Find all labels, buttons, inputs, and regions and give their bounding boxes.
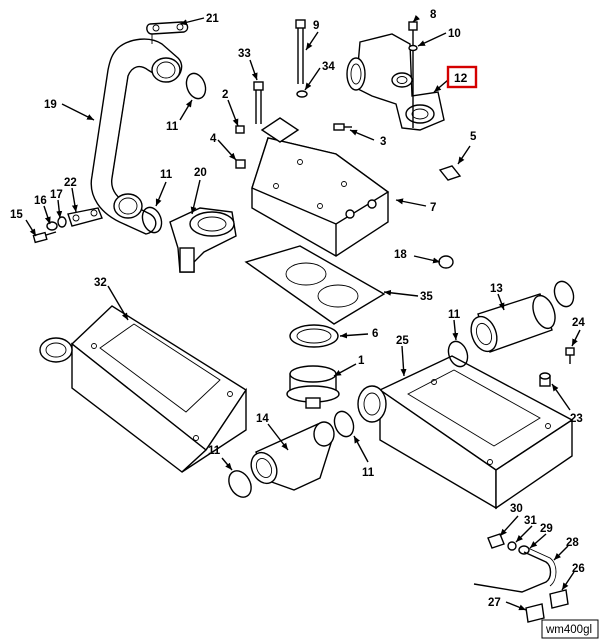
callout-27: 27 xyxy=(488,597,501,609)
callout-11-top: 11 xyxy=(166,121,179,133)
callout-11-right: 11 xyxy=(448,309,461,321)
callout-19: 19 xyxy=(44,99,57,111)
part-11-oring-right xyxy=(447,340,469,368)
callout-12: 12 xyxy=(454,71,468,85)
callout-9: 9 xyxy=(313,20,319,32)
part-31-nut xyxy=(507,541,517,551)
part-29-ferrule xyxy=(518,545,530,555)
part-20-elbow-housing xyxy=(169,207,237,273)
part-9-long-bolt xyxy=(295,19,306,84)
callout-10: 10 xyxy=(448,28,461,40)
callout-17: 17 xyxy=(50,189,63,201)
part-7-thermostat-housing xyxy=(251,117,390,257)
part-33-bolt xyxy=(253,81,264,124)
part-14-elbow-tube xyxy=(250,421,335,491)
callout-14: 14 xyxy=(256,413,269,425)
figure-reference: wm400gl xyxy=(541,619,599,639)
callout-26: 26 xyxy=(572,563,585,575)
callout-22: 22 xyxy=(64,177,77,189)
callout-15: 15 xyxy=(10,209,23,221)
callout-29: 29 xyxy=(540,523,553,535)
callout-32: 32 xyxy=(94,277,107,289)
callout-2: 2 xyxy=(222,89,228,101)
part-11-oring-middle xyxy=(141,206,163,234)
part-12-outlet-housing xyxy=(346,33,445,131)
part-34-washer xyxy=(296,90,308,98)
callout-33: 33 xyxy=(238,48,251,60)
callout-30: 30 xyxy=(510,503,523,515)
callout-24: 24 xyxy=(572,317,585,329)
callout-35: 35 xyxy=(420,291,433,303)
callout-3: 3 xyxy=(380,136,386,148)
callout-28: 28 xyxy=(566,537,579,549)
callout-18: 18 xyxy=(394,249,407,261)
part-13-oring xyxy=(553,280,575,308)
part-5-sensor xyxy=(438,165,462,181)
part-3-fitting xyxy=(333,123,352,131)
callout-23: 23 xyxy=(570,413,583,425)
callout-21: 21 xyxy=(206,13,219,25)
callout-8: 8 xyxy=(430,9,437,21)
part-4-plug xyxy=(235,159,246,169)
callout-13: 13 xyxy=(490,283,503,295)
part-11-oring-upper xyxy=(185,72,207,100)
parts-15-16-17-bolt-washers xyxy=(32,216,67,244)
part-19-bypass-tube xyxy=(90,31,183,235)
part-22-plate xyxy=(67,207,103,227)
part-28-line xyxy=(473,547,557,593)
callout-4: 4 xyxy=(210,133,217,145)
part-35-gasket xyxy=(244,245,386,325)
part-18-plug xyxy=(438,255,454,269)
part-24-bolt xyxy=(565,347,575,364)
part-32-housing-left xyxy=(39,305,247,473)
part-23-fitting xyxy=(539,372,551,387)
figure-ref-label: wm400gl xyxy=(545,624,592,636)
callout-6: 6 xyxy=(372,328,378,340)
part-11-oring-center-lower xyxy=(333,410,355,438)
callout-31: 31 xyxy=(524,515,537,527)
part-8-bolt xyxy=(408,21,418,128)
part-11-oring-left-lower xyxy=(228,470,252,498)
callout-16: 16 xyxy=(34,195,47,207)
part-26-clamp xyxy=(549,589,569,609)
part-6-seal xyxy=(289,324,339,348)
part-27-clamp xyxy=(525,603,545,623)
callout-7: 7 xyxy=(430,202,436,214)
highlight-box-12 xyxy=(446,65,478,89)
callout-11-left-lower: 11 xyxy=(208,445,221,457)
part-2-plug xyxy=(235,125,245,134)
part-13-tube xyxy=(470,293,556,353)
callout-labels: 21 9 8 10 33 34 12 2 19 11 3 4 5 11 20 2… xyxy=(10,9,585,609)
callout-5: 5 xyxy=(470,131,477,143)
part-30-fitting xyxy=(487,533,505,549)
leader-lines xyxy=(25,14,581,611)
callout-11-mid: 11 xyxy=(160,169,173,181)
callout-11-center-lower: 11 xyxy=(362,467,375,479)
callout-34: 34 xyxy=(322,61,335,73)
part-1-thermostat xyxy=(286,365,340,409)
callout-1: 1 xyxy=(358,355,365,367)
callout-25: 25 xyxy=(396,335,409,347)
part-25-housing-right xyxy=(357,355,574,510)
callout-20: 20 xyxy=(194,167,207,179)
